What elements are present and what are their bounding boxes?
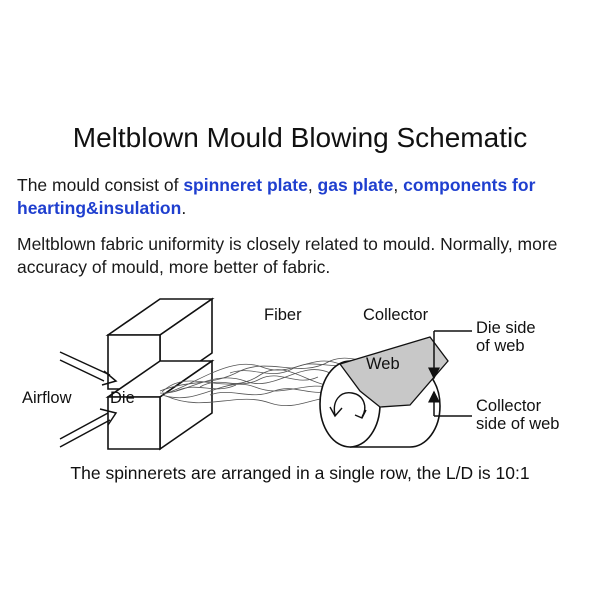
intro-separator-2: , [393, 175, 404, 195]
meltblown-schematic: Fiber Collector Web Die side of web Airf… [0, 295, 600, 455]
intro-separator-1: , [307, 175, 318, 195]
airflow-arrows [59, 351, 118, 448]
intro-suffix: . [181, 198, 187, 218]
die-side-label-line2: of web [476, 337, 525, 355]
heating-insulation-highlight: components for hearting&insulation [17, 175, 536, 218]
web-side-indicators [428, 330, 472, 417]
fiber-label: Fiber [264, 306, 302, 324]
airflow-label: Airflow [22, 389, 72, 407]
page-title: Meltblown Mould Blowing Schematic [72, 122, 528, 153]
gas-plate-highlight: gas plate [317, 175, 394, 195]
intro-prefix: The mould consist of [17, 175, 184, 195]
spinneret-plate-highlight: spinneret plate [183, 175, 308, 195]
rotation-arrow-icon [329, 392, 367, 419]
web-label: Web [366, 355, 400, 373]
collector-side-label-line1: Collector [476, 397, 542, 415]
spinneret-caption: The spinnerets are arranged in a single … [70, 463, 530, 483]
web-sheet [338, 336, 449, 408]
die-side-label-line1: Die side [476, 319, 536, 337]
collector-label: Collector [363, 306, 429, 324]
mould-components-text: The mould consist of spinneret plate, ga… [17, 174, 585, 220]
uniformity-note: Meltblown fabric uniformity is closely r… [17, 234, 558, 277]
schematic-drawing [59, 297, 472, 451]
die-label: Die [110, 389, 135, 407]
collector-side-label-line2: side of web [476, 415, 560, 433]
